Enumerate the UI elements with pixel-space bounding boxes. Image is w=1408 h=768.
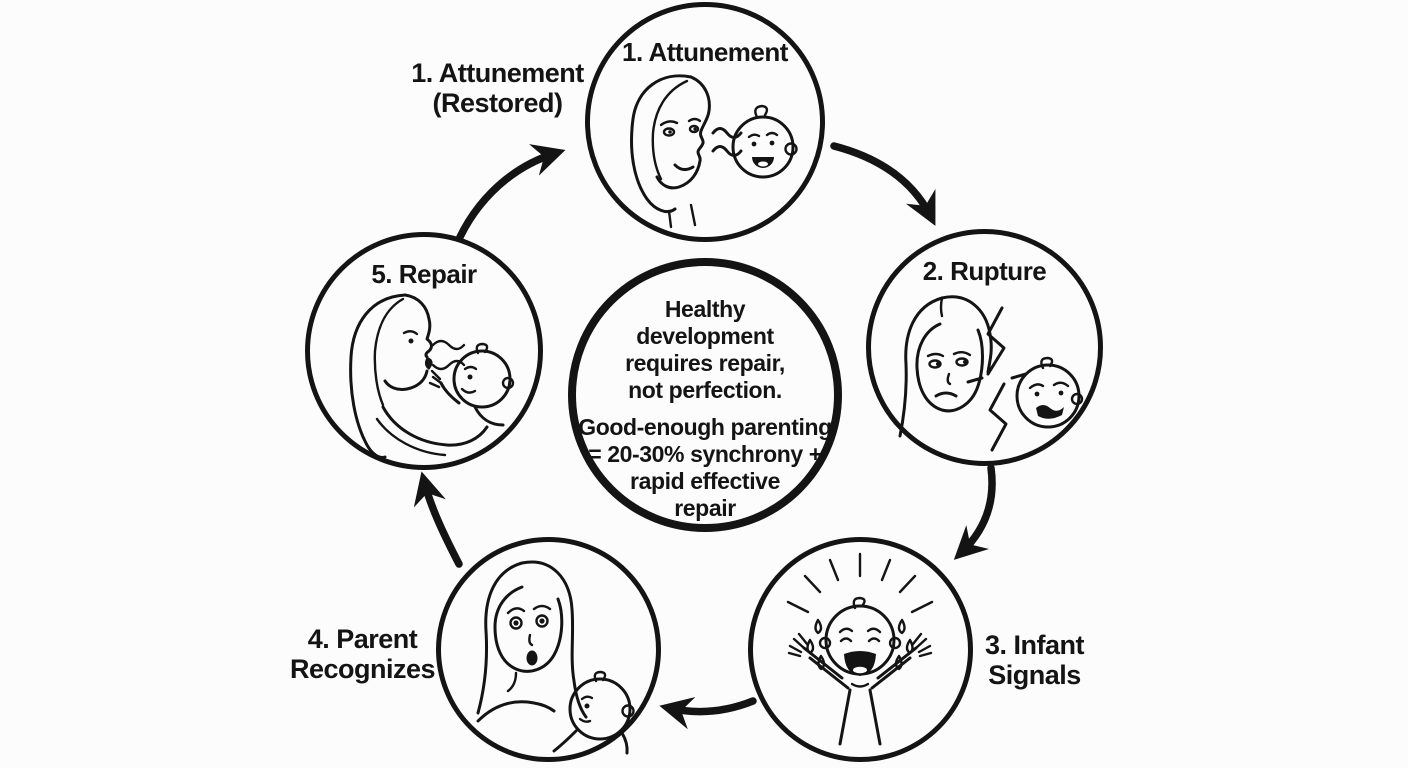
node-repair-label: 5. Repair [371, 259, 477, 289]
node-rupture-label: 2. Rupture [922, 256, 1047, 286]
mother-face [898, 295, 993, 438]
node-attunement: 1. Attunement [585, 2, 825, 242]
mother-baby-attunement-illustration [630, 74, 798, 229]
center-message-circle: Healthy development requires repair, not… [568, 258, 842, 532]
surprised-mother [476, 560, 588, 723]
distressed-baby-face [1015, 356, 1084, 429]
connection-waves [711, 127, 743, 157]
crying-baby-illustration [786, 552, 934, 746]
center-message-secondary: Good-enough parenting = 20-30% synchrony… [578, 414, 832, 521]
crying-baby [787, 596, 933, 746]
arrow-infant-signals-to-parent-recognizes [659, 697, 757, 730]
baby-in-arms [428, 342, 515, 427]
node-rupture: 2. Rupture [866, 229, 1103, 466]
baby-face [731, 104, 798, 179]
arrow-attunement-to-rupture [830, 142, 936, 226]
label-parent-recognizes: 4. Parent Recognizes [289, 624, 436, 684]
node-parent-recognizes [436, 537, 661, 762]
center-message-primary: Healthy development requires repair, not… [625, 296, 785, 403]
label-infant-signals: 3. Infant Signals [984, 630, 1085, 690]
baby-looking-up [552, 670, 635, 755]
mother-soothing-baby-illustration [349, 293, 515, 459]
mother-profile [349, 293, 489, 459]
node-attunement-label: 1. Attunement [622, 37, 788, 67]
mother-face [630, 74, 711, 229]
arrow-parent-recognizes-to-repair [413, 471, 463, 568]
mother-baby-rupture-illustration [898, 295, 1084, 452]
surprised-mother-baby-illustration [476, 560, 635, 755]
arrow-rupture-to-infant-signals [953, 464, 996, 560]
label-attunement-restored: 1. Attunement (Restored) [411, 58, 584, 118]
distress-rays [786, 552, 934, 614]
node-repair: 5. Repair [305, 232, 543, 470]
node-infant-signals [748, 537, 973, 762]
